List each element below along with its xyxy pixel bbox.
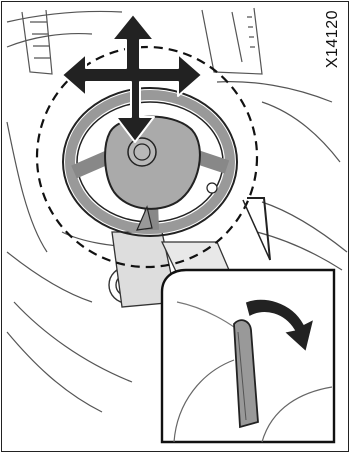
tilt-lever-inset [162,198,334,442]
steering-wheel-adjustment-illustration [2,2,350,453]
illustration-frame: X14120 [1,1,349,452]
figure-code: X14120 [324,10,342,68]
steering-wheel [63,88,237,236]
